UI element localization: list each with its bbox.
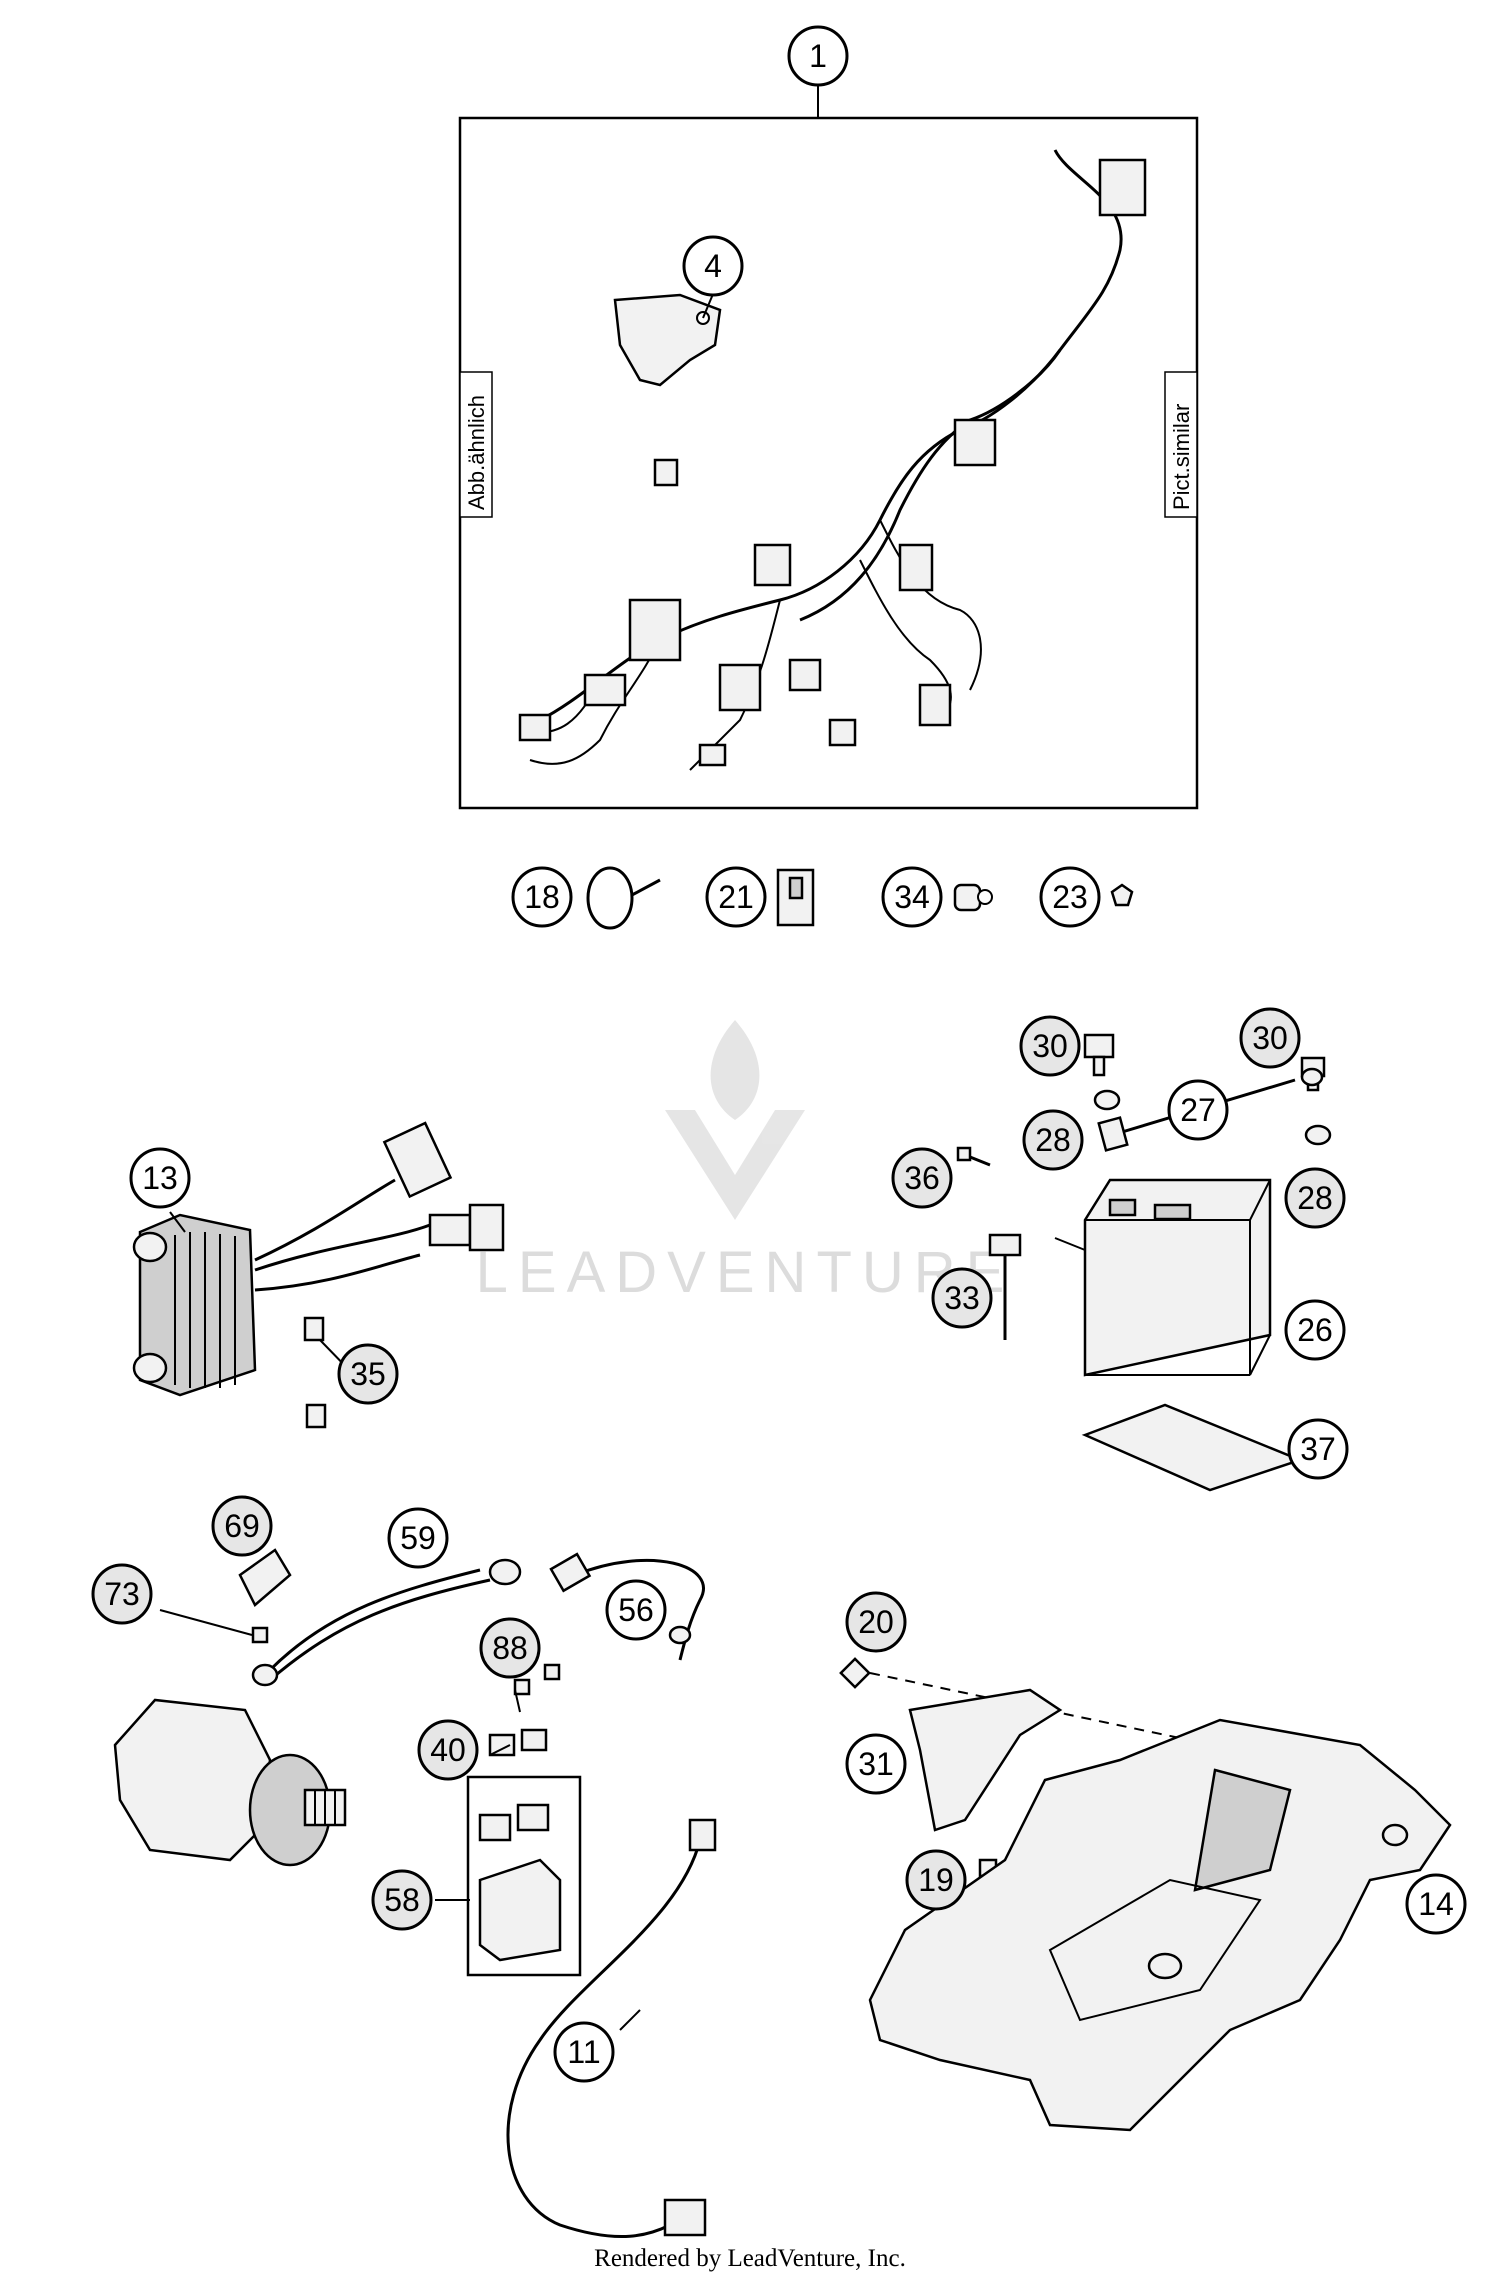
washer-28-left (1093, 1089, 1121, 1111)
svg-text:88: 88 (492, 1630, 528, 1666)
callout-73[interactable]: 73 (91, 1563, 153, 1625)
pad-37-part (1081, 1403, 1304, 1492)
svg-text:34: 34 (894, 879, 930, 915)
cable-tie-part (586, 866, 661, 930)
callout-28-right[interactable]: 28 (1284, 1167, 1346, 1229)
screw-30-left (1083, 1033, 1115, 1077)
starter-cable-59-part (251, 1558, 522, 1687)
svg-text:31: 31 (858, 1746, 894, 1782)
callout-37[interactable]: 37 (1287, 1418, 1349, 1480)
callout-18[interactable]: 18 (511, 866, 573, 928)
frame-right-label-box (1164, 371, 1198, 518)
screws-88-part (513, 1663, 561, 1696)
callout-30-left[interactable]: 30 (1019, 1015, 1081, 1077)
small-clip-part (1110, 883, 1134, 907)
callout-58[interactable]: 58 (371, 1869, 433, 1931)
wiring-harness-part (518, 149, 1147, 771)
svg-text:30: 30 (1252, 1020, 1288, 1056)
svg-text:28: 28 (1297, 1180, 1333, 1216)
callout-56[interactable]: 56 (605, 1579, 667, 1641)
bracket-part (613, 293, 722, 387)
watermark: LEADVENTURE (476, 1020, 1015, 1305)
svg-text:11: 11 (567, 2034, 600, 2070)
callout-40[interactable]: 40 (417, 1719, 479, 1781)
callout-13[interactable]: 13 (129, 1147, 191, 1209)
svg-text:26: 26 (1297, 1312, 1333, 1348)
cap-69-part (238, 1548, 292, 1607)
svg-text:14: 14 (1418, 1886, 1454, 1922)
callout-31[interactable]: 31 (845, 1733, 907, 1795)
svg-text:37: 37 (1300, 1431, 1336, 1467)
starter-motor-part (113, 1698, 347, 1867)
callout-36[interactable]: 36 (891, 1147, 953, 1209)
nut-73-part (251, 1626, 269, 1644)
battery-part (1083, 1178, 1272, 1377)
callout-19[interactable]: 19 (905, 1849, 967, 1911)
connector-part (776, 868, 815, 927)
callout-4[interactable]: 4 (682, 235, 744, 297)
relay-58-part (466, 1775, 582, 1977)
svg-text:20: 20 (858, 1604, 894, 1640)
callout-34[interactable]: 34 (881, 866, 943, 928)
harness-frame: Abb.ähnlich Pict.similar (458, 116, 1199, 810)
holder-31-part (908, 1688, 1063, 1832)
callout-23[interactable]: 23 (1039, 866, 1101, 928)
frame-right-label: Pict.similar (1169, 404, 1194, 510)
watermark-v-icon (665, 1110, 805, 1220)
callout-1[interactable]: 1 (787, 25, 849, 87)
sensor-33-part (988, 1233, 1022, 1340)
callout-35[interactable]: 35 (337, 1343, 399, 1405)
svg-text:28: 28 (1035, 1122, 1071, 1158)
svg-text:19: 19 (918, 1862, 954, 1898)
cable-11-part (506, 1818, 717, 2238)
screw-36-part (956, 1146, 991, 1167)
callout-11[interactable]: 11 (553, 2021, 615, 2083)
callout-88[interactable]: 88 (479, 1617, 541, 1679)
svg-text:18: 18 (524, 879, 560, 915)
svg-text:58: 58 (384, 1882, 420, 1918)
frame-left-label-box (459, 371, 493, 518)
svg-text:23: 23 (1052, 879, 1088, 915)
callout-69[interactable]: 69 (211, 1495, 273, 1557)
svg-text:36: 36 (904, 1160, 940, 1196)
callout-28-left[interactable]: 28 (1022, 1109, 1084, 1171)
svg-text:69: 69 (224, 1508, 260, 1544)
footer-credit: Rendered by LeadVenture, Inc. (594, 2245, 906, 2272)
svg-text:40: 40 (430, 1732, 466, 1768)
svg-text:13: 13 (142, 1160, 178, 1196)
cable-56-part (549, 1552, 705, 1661)
washer-28-right (1304, 1124, 1332, 1146)
fuses-40-part (488, 1728, 548, 1757)
callouts: 1 4 18 21 34 23 30 30 27 28 28 36 13 33 … (91, 25, 1467, 2083)
svg-text:27: 27 (1180, 1092, 1216, 1128)
callout-30-right[interactable]: 30 (1239, 1007, 1301, 1069)
frame-border (458, 116, 1199, 810)
frame-left-label: Abb.ähnlich (464, 395, 489, 510)
nut-20-part (839, 1657, 871, 1689)
callout-26[interactable]: 26 (1284, 1299, 1346, 1361)
watermark-flame-icon (710, 1020, 760, 1120)
svg-text:4: 4 (704, 248, 722, 284)
screws-35-part (303, 1316, 327, 1429)
clip-part (953, 883, 993, 912)
svg-text:35: 35 (350, 1356, 386, 1392)
callout-59[interactable]: 59 (387, 1507, 449, 1569)
electronics-box-14-part (868, 1718, 1452, 2132)
regulator-part (132, 1121, 505, 1397)
callout-14[interactable]: 14 (1405, 1873, 1467, 1935)
svg-text:21: 21 (718, 879, 754, 915)
svg-text:30: 30 (1032, 1028, 1068, 1064)
callout-27[interactable]: 27 (1167, 1079, 1229, 1141)
watermark-text: LEADVENTURE (476, 1240, 1015, 1305)
svg-text:56: 56 (618, 1592, 654, 1628)
callout-20[interactable]: 20 (845, 1591, 907, 1653)
svg-text:59: 59 (400, 1520, 436, 1556)
svg-text:33: 33 (944, 1280, 980, 1316)
svg-text:73: 73 (104, 1576, 140, 1612)
svg-text:1: 1 (809, 38, 827, 74)
callout-33[interactable]: 33 (931, 1267, 993, 1329)
callout-21[interactable]: 21 (705, 866, 767, 928)
